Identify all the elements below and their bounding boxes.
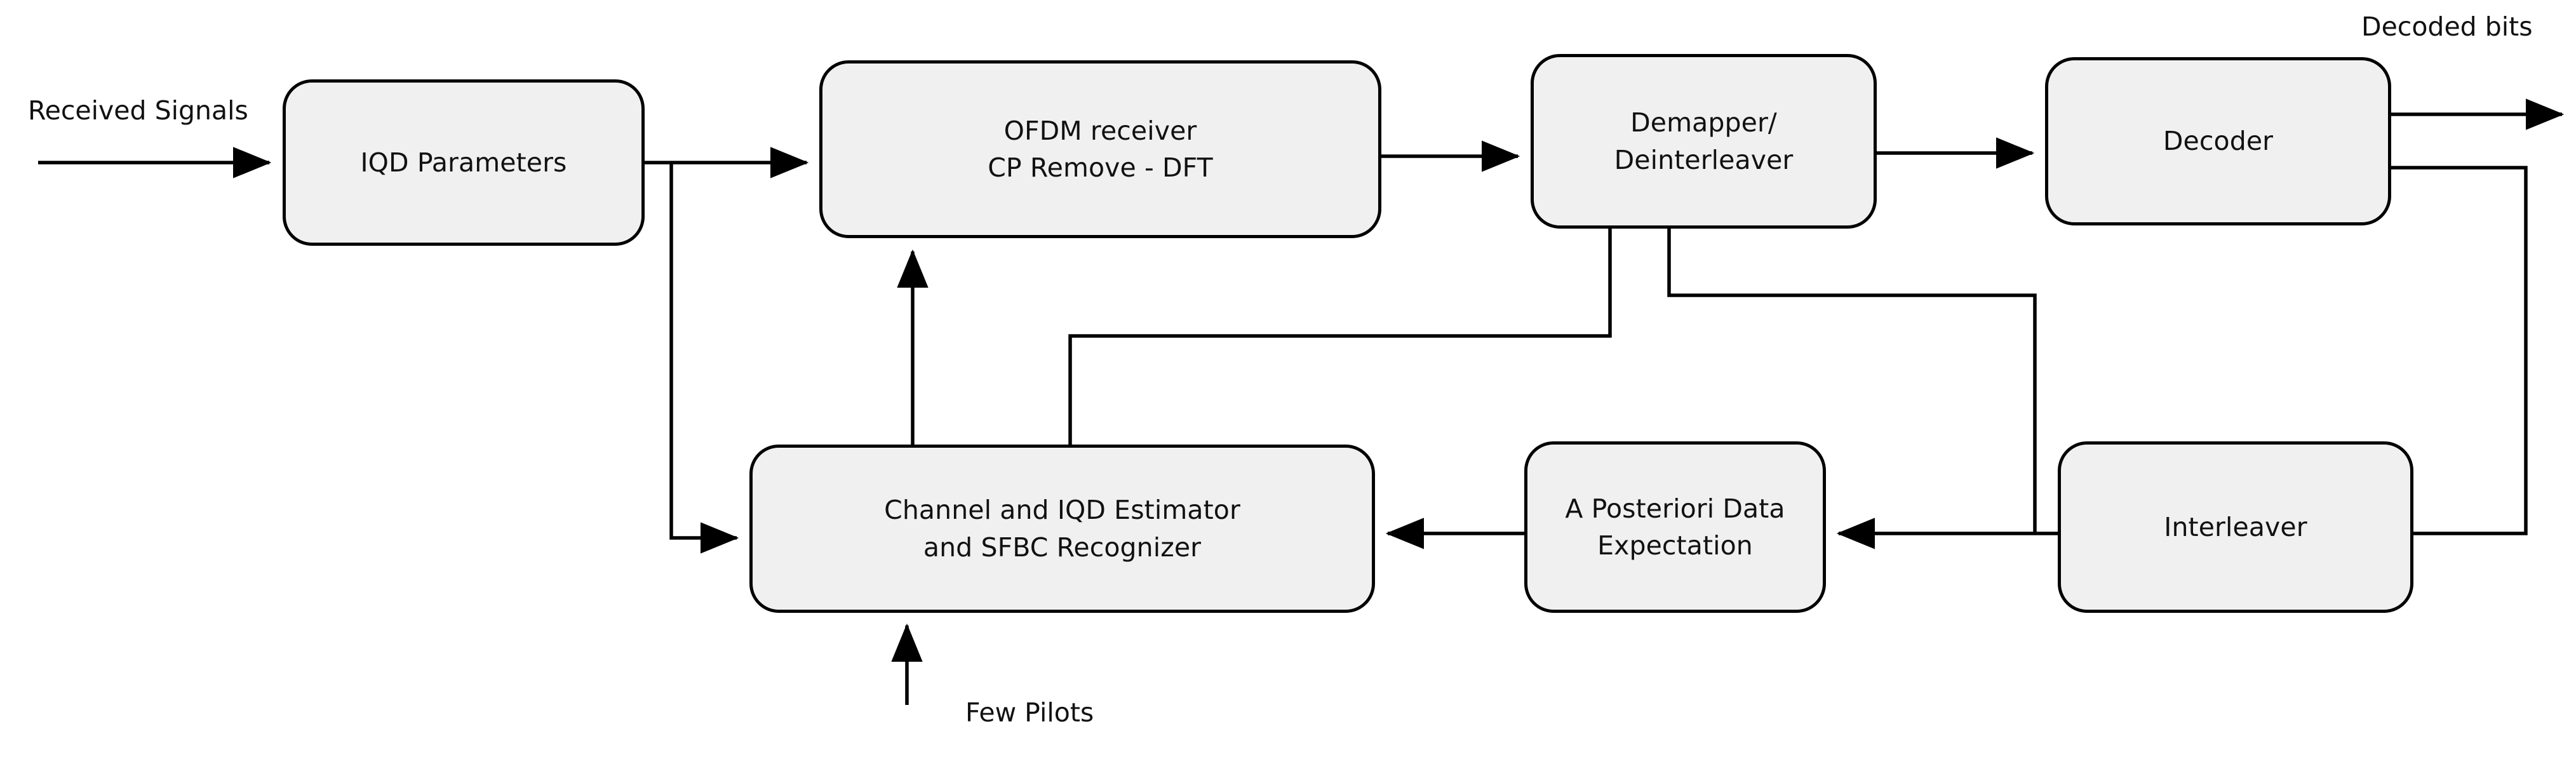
block-decoder[interactable]: Decoder xyxy=(2045,57,2391,225)
block-demapper-deinterleaver-label: Demapper/ Deinterleaver xyxy=(1614,107,1794,175)
block-a-posteriori-data-expectation-label: A Posteriori Data Expectation xyxy=(1565,493,1785,561)
block-demapper-deinterleaver[interactable]: Demapper/ Deinterleaver xyxy=(1531,54,1877,229)
block-ofdm-receiver-label: OFDM receiver CP Remove - DFT xyxy=(988,115,1213,183)
block-a-posteriori-data-expectation[interactable]: A Posteriori Data Expectation xyxy=(1524,441,1826,613)
block-channel-iqd-estimator-label: Channel and IQD Estimator and SFBC Recog… xyxy=(884,495,1240,563)
block-iqd-parameters[interactable]: IQD Parameters xyxy=(283,79,645,246)
label-decoded-bits: Decoded bits xyxy=(2361,11,2533,42)
wire-demapper-to-interleaver-path xyxy=(1667,229,2037,533)
block-decoder-label: Decoder xyxy=(2163,126,2274,157)
block-interleaver[interactable]: Interleaver xyxy=(2058,441,2413,613)
wire-demapper-to-channel-estimator xyxy=(1068,229,1612,445)
block-channel-iqd-estimator[interactable]: Channel and IQD Estimator and SFBC Recog… xyxy=(749,445,1375,613)
block-ofdm-receiver[interactable]: OFDM receiver CP Remove - DFT xyxy=(819,60,1381,238)
block-interleaver-label: Interleaver xyxy=(2164,511,2307,542)
wire-decoder-to-interleaver xyxy=(2391,166,2528,535)
label-received-signals: Received Signals xyxy=(28,95,248,126)
wire-iqd-parameters-to-channel-estimator xyxy=(669,163,739,554)
block-iqd-parameters-label: IQD Parameters xyxy=(360,147,567,178)
label-few-pilots: Few Pilots xyxy=(965,697,1094,728)
